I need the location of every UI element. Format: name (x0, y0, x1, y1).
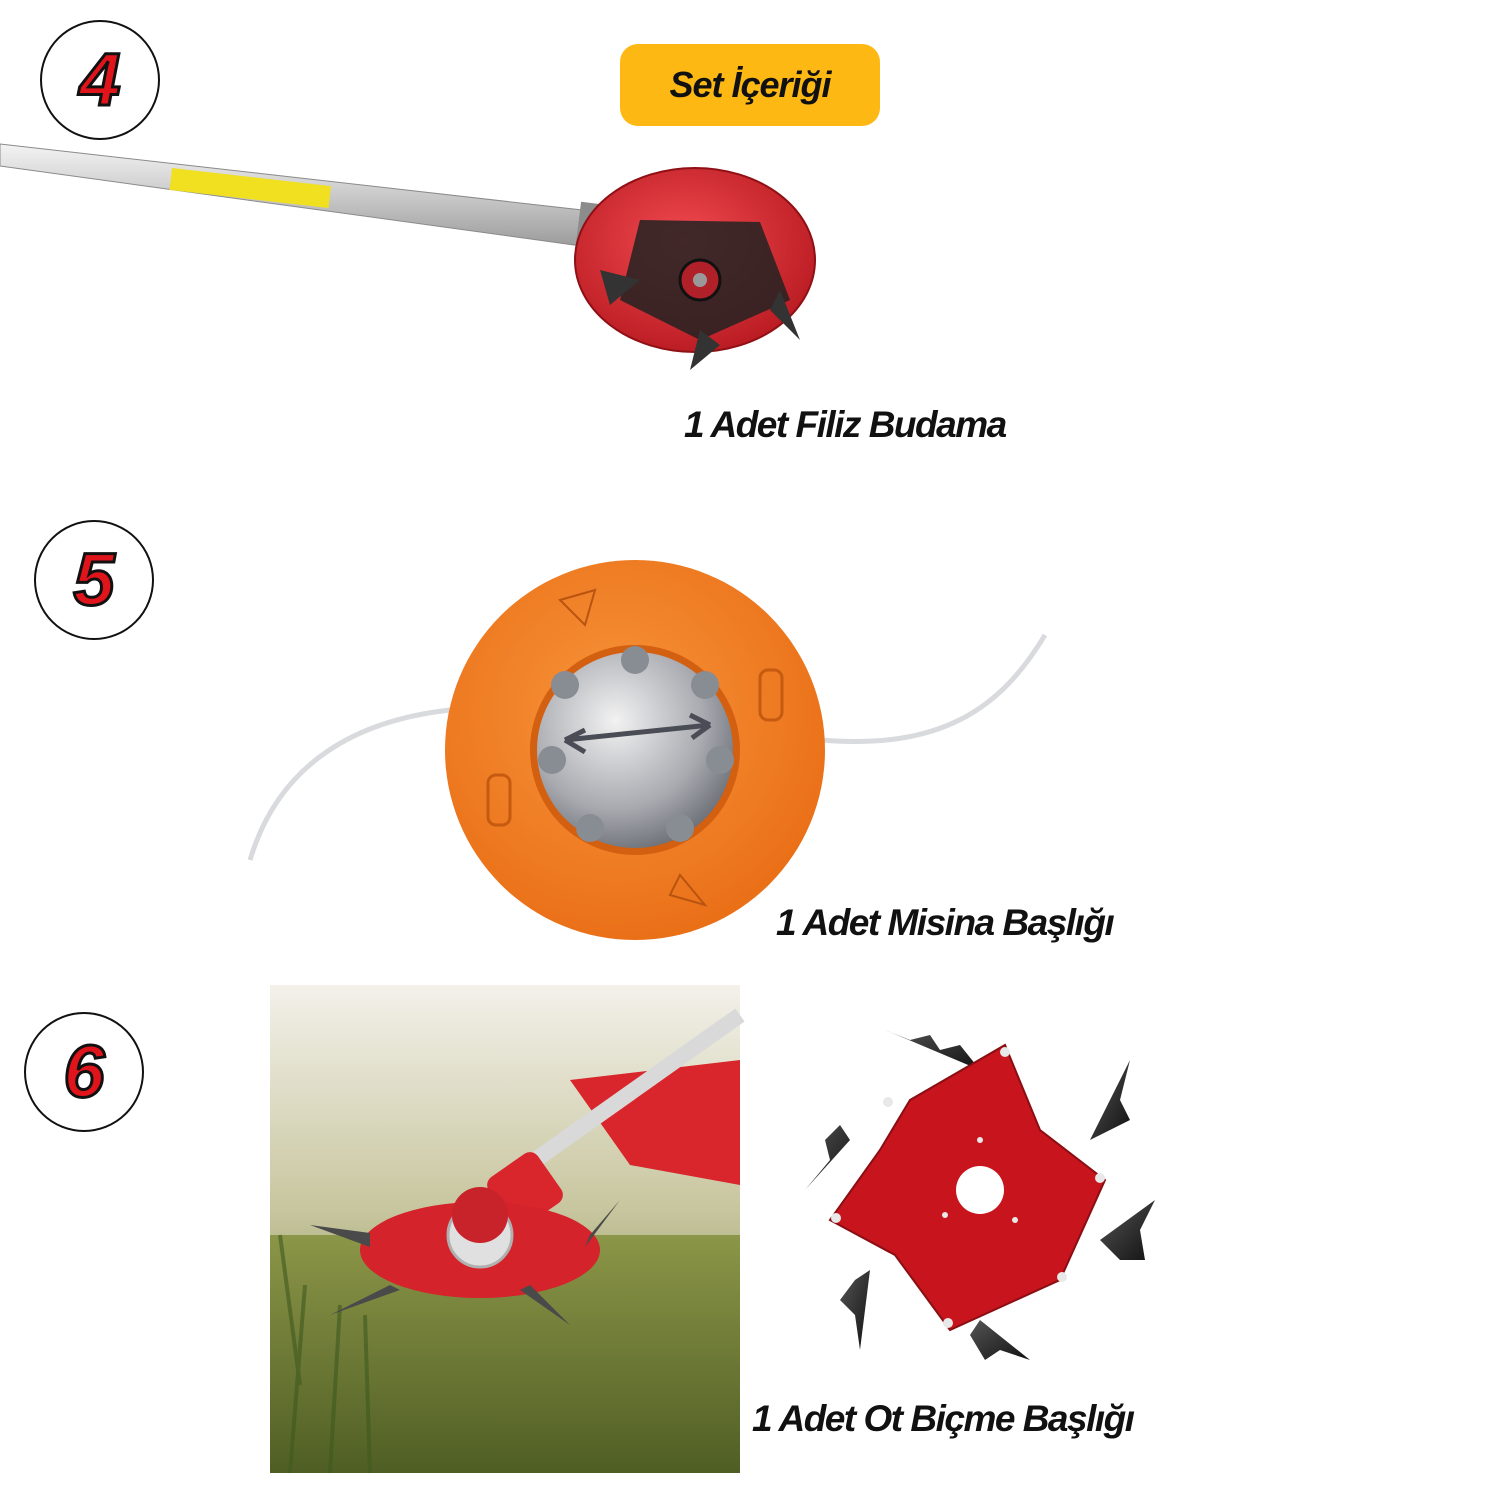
blade-cutter-image (805, 1030, 1155, 1360)
item-number-4: 4 (40, 20, 160, 140)
set-contents-title: Set İçeriği (669, 64, 831, 105)
set-contents-badge: Set İçeriği (620, 44, 880, 126)
item-6-caption: 1 Adet Ot Biçme Başlığı (752, 1398, 1135, 1439)
item-number-5-text: 5 (72, 538, 116, 621)
item-number-6: 6 (24, 1012, 144, 1132)
grass-cutting-photo (270, 985, 745, 1474)
item-5-caption: 1 Adet Misina Başlığı (776, 902, 1115, 943)
trimmer-spool-image (247, 560, 1048, 940)
item-number-4-text: 4 (78, 38, 122, 121)
item-number-6-text: 6 (62, 1030, 106, 1113)
item-number-5: 5 (34, 520, 154, 640)
pruning-head-image (0, 143, 816, 370)
item-4-caption: 1 Adet Filiz Budama (684, 404, 1007, 445)
